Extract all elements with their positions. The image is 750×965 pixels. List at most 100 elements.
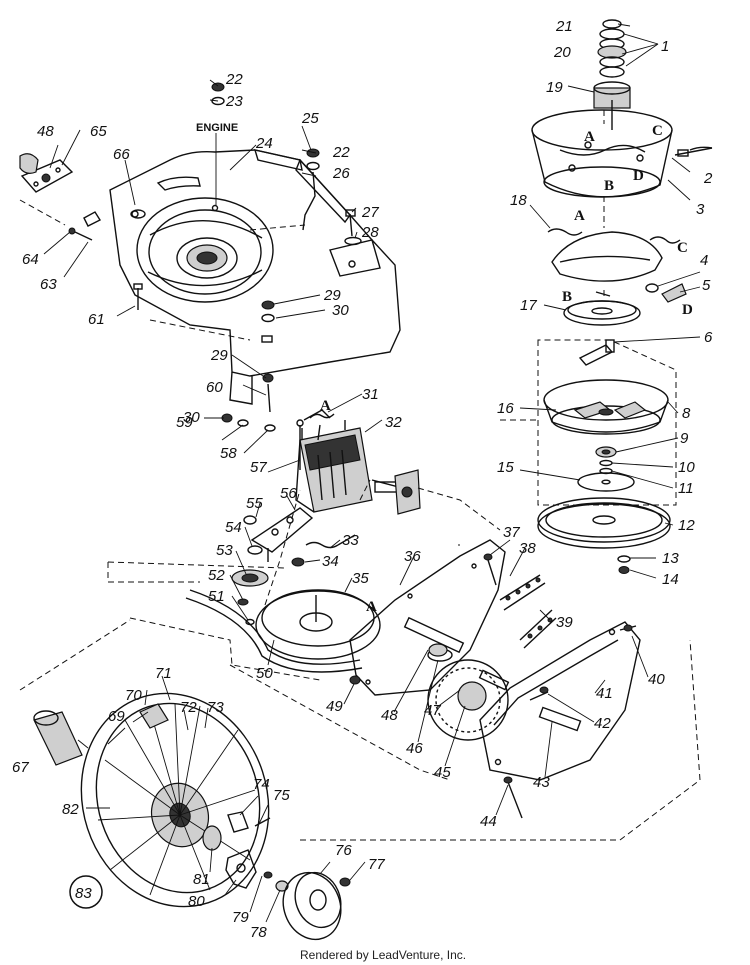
callout-74: 74	[253, 776, 270, 793]
pin-and-clip	[578, 283, 687, 366]
callout-69: 69	[108, 708, 125, 725]
callout-48a: 48	[37, 123, 54, 140]
letter-b-2: B	[562, 289, 572, 305]
chain-case-cover-41	[479, 621, 641, 819]
callout-61: 61	[88, 311, 105, 328]
callout-8: 8	[682, 405, 691, 422]
callout-3: 3	[696, 201, 705, 218]
callout-23: 23	[225, 93, 243, 110]
letter-c-2: C	[677, 240, 688, 256]
callout-67: 67	[12, 759, 29, 776]
callout-36: 36	[404, 548, 421, 565]
callout-30b: 30	[183, 409, 200, 426]
callout-51: 51	[208, 588, 225, 605]
callout-6: 6	[704, 329, 713, 346]
callout-24: 24	[255, 135, 273, 152]
callout-50: 50	[256, 665, 273, 682]
callout-1: 1	[661, 38, 669, 55]
callout-12: 12	[678, 517, 695, 534]
callout-42: 42	[594, 715, 611, 732]
plate-17	[563, 300, 641, 326]
callout-15: 15	[497, 459, 514, 476]
callout-4: 4	[700, 252, 708, 269]
callout-59: 59	[176, 414, 193, 431]
callout-46: 46	[406, 740, 423, 757]
callout-21: 21	[555, 18, 573, 35]
letter-a-1: A	[584, 129, 595, 145]
callout-47: 47	[424, 702, 441, 719]
pulley-cup-16	[537, 339, 677, 506]
callout-27: 27	[361, 204, 379, 221]
spring-plate-18	[547, 228, 681, 282]
callout-16: 16	[497, 400, 514, 417]
callout-82: 82	[62, 801, 79, 818]
callout-22b: 22	[332, 144, 350, 161]
letter-c-1: C	[652, 123, 663, 139]
callout-81: 81	[193, 871, 210, 888]
shift-linkage	[296, 409, 356, 549]
engine-deck	[109, 149, 401, 405]
callout-28: 28	[361, 224, 379, 241]
callout-22a: 22	[225, 71, 243, 88]
callout-53: 53	[216, 542, 233, 559]
leader-lines	[43, 23, 701, 923]
callout-76: 76	[335, 842, 352, 859]
callout-37: 37	[503, 524, 520, 541]
callout-43: 43	[533, 774, 550, 791]
bearing-9-10-11-15	[577, 446, 635, 492]
callout-9: 9	[680, 430, 689, 447]
bolts	[349, 553, 633, 784]
callout-31: 31	[362, 386, 379, 403]
callout-64: 64	[22, 251, 39, 268]
callout-17: 17	[520, 297, 537, 314]
callout-63: 63	[40, 276, 57, 293]
callout-80: 80	[188, 893, 205, 910]
callout-45: 45	[434, 764, 451, 781]
callout-39: 39	[556, 614, 573, 631]
callout-11: 11	[678, 480, 694, 497]
callout-52: 52	[208, 567, 225, 584]
letter-d-1: D	[633, 168, 644, 184]
callout-29b: 29	[210, 347, 228, 364]
callout-57: 57	[250, 459, 267, 476]
letter-d-2: D	[682, 302, 693, 318]
callout-49: 49	[326, 698, 343, 715]
callout-72: 72	[180, 699, 197, 716]
letter-b-1: B	[604, 178, 614, 194]
letter-a-4: A	[366, 599, 377, 615]
callout-34: 34	[322, 553, 339, 570]
callout-41: 41	[596, 685, 613, 702]
callout-78: 78	[250, 924, 267, 941]
letter-a-3: A	[320, 398, 331, 414]
callout-18: 18	[510, 192, 527, 209]
callout-40: 40	[648, 671, 665, 688]
chain-case-36	[349, 539, 506, 696]
callout-35: 35	[352, 570, 369, 587]
callout-75: 75	[273, 787, 290, 804]
assembly-lines	[19, 110, 701, 841]
shift-plate	[231, 507, 314, 626]
callout-56: 56	[280, 485, 297, 502]
transmission	[295, 420, 421, 515]
callout-29a: 29	[323, 287, 341, 304]
callout-10: 10	[678, 459, 695, 476]
engine-hardware	[68, 82, 362, 432]
sprocket	[403, 616, 510, 741]
callout-20: 20	[553, 44, 571, 61]
callout-2: 2	[703, 170, 713, 187]
callout-13: 13	[662, 550, 679, 567]
callout-83: 83	[75, 885, 92, 902]
drive-pulley	[185, 589, 381, 673]
callout-14: 14	[662, 571, 679, 588]
callout-33: 33	[342, 532, 359, 549]
cable-2	[674, 146, 713, 157]
wheel	[80, 692, 270, 908]
callout-19: 19	[546, 79, 563, 96]
callout-65: 65	[90, 123, 107, 140]
callout-79: 79	[232, 909, 249, 926]
callout-70: 70	[125, 687, 142, 704]
chain-39	[499, 574, 557, 649]
callout-54: 54	[225, 519, 242, 536]
footer-credit: Rendered by LeadVenture, Inc.	[300, 948, 466, 962]
